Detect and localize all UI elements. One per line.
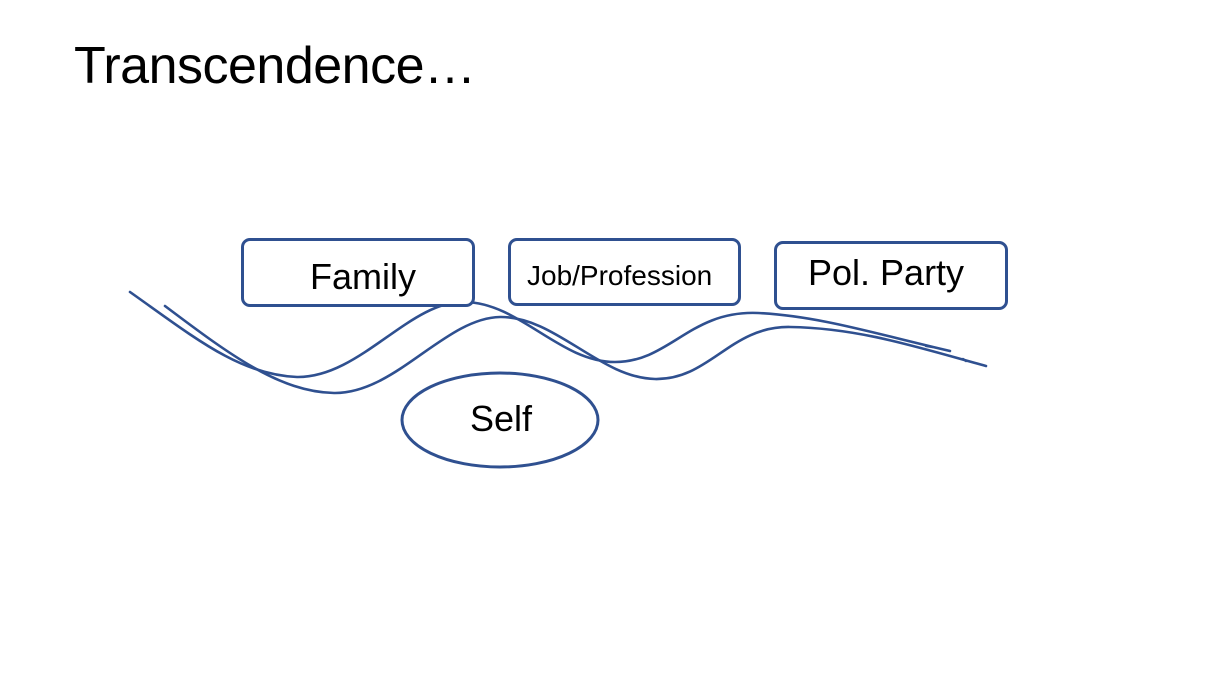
self-label: Self xyxy=(469,398,533,439)
political-party-label: Pol. Party xyxy=(808,252,965,293)
family-label: Family xyxy=(310,256,416,297)
slide-title: Transcendence… xyxy=(74,37,476,95)
political-party-box: Pol. Party xyxy=(774,241,1008,310)
self-ellipse xyxy=(400,371,600,469)
family-box: Family xyxy=(241,238,475,307)
job-profession-box: Job/Profession xyxy=(508,238,741,306)
wave-tick-lower xyxy=(961,357,968,363)
wave-line-upper xyxy=(128,290,952,379)
wave-tick-upper xyxy=(924,344,934,349)
wave-line-lower xyxy=(163,304,988,395)
job-profession-label: Job/Profession xyxy=(527,260,713,291)
